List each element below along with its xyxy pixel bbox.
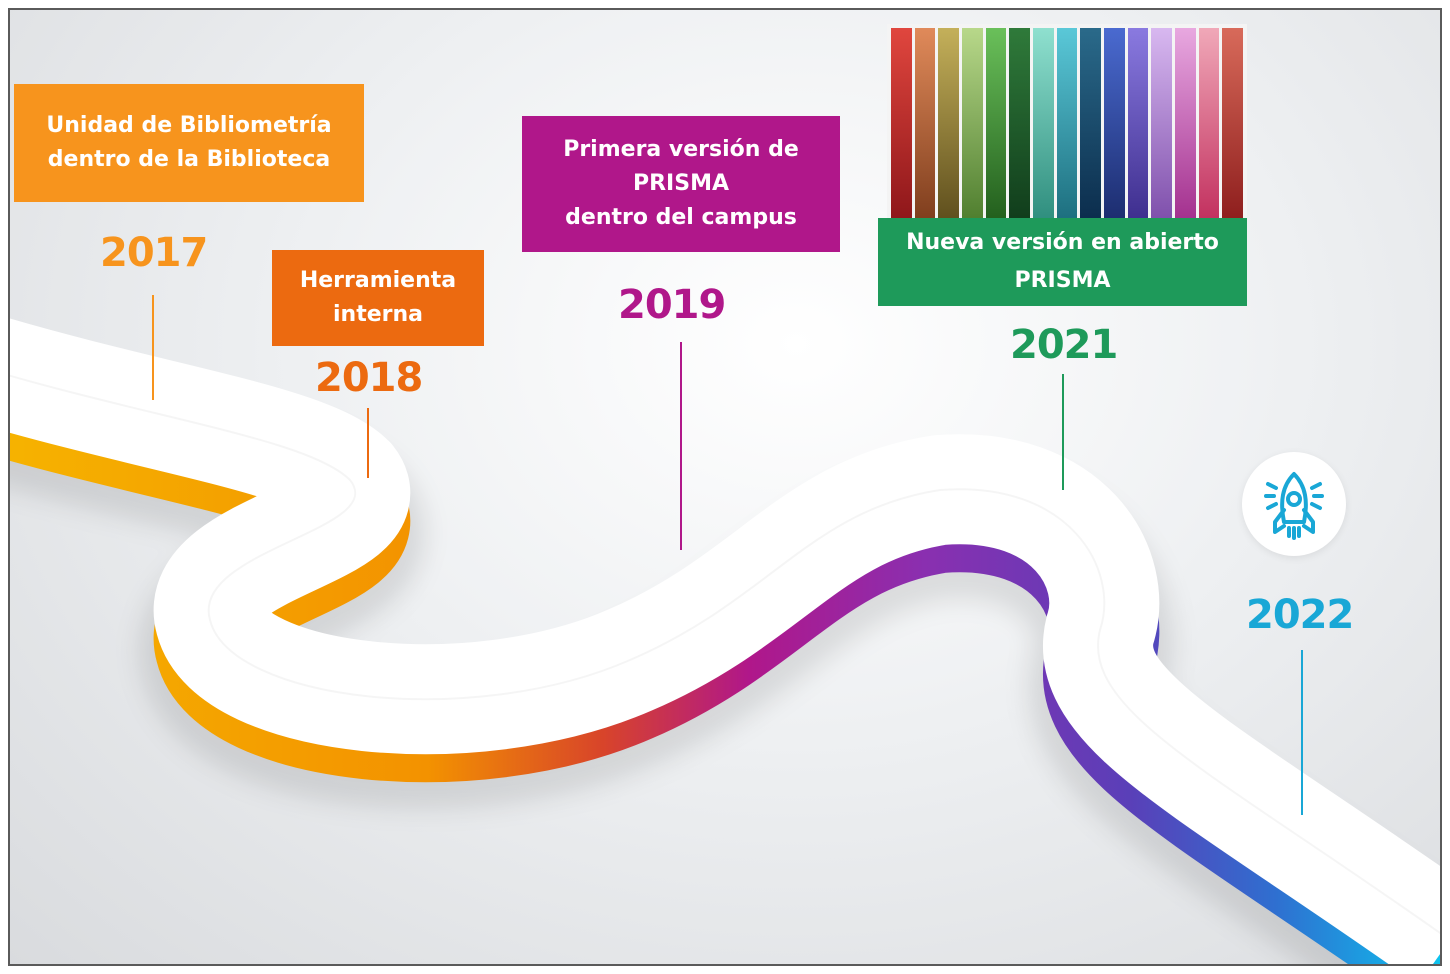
timeline-road — [10, 318, 1440, 964]
milestone-2018-stem — [367, 408, 369, 478]
rocket-icon — [1264, 472, 1324, 540]
rocket-badge — [1242, 452, 1346, 556]
stripe — [1127, 28, 1149, 230]
stripe — [1175, 28, 1196, 230]
milestone-2019-line-3: dentro del campus — [565, 205, 797, 231]
stripe — [1080, 28, 1102, 230]
milestone-2018-line-1: Herramienta — [299, 267, 457, 293]
stripe — [962, 28, 983, 230]
milestone-2017-line-2: dentro de la Biblioteca — [47, 147, 331, 172]
stripe — [914, 28, 936, 230]
prisma-stripes-image — [887, 24, 1247, 230]
milestone-2018-box: Herramienta interna — [272, 250, 484, 346]
milestone-2017-box: Unidad de Bibliometría dentro de la Bibl… — [14, 84, 364, 202]
milestone-2017-stem — [152, 295, 154, 400]
stripe — [985, 28, 1007, 230]
milestone-2021-year: 2021 — [1010, 322, 1118, 368]
timeline-canvas: Unidad de Bibliometría dentro de la Bibl… — [8, 8, 1442, 966]
stripe — [891, 28, 912, 230]
milestone-2018-year: 2018 — [315, 355, 423, 401]
milestone-2019-year: 2019 — [618, 282, 726, 328]
stripe — [1033, 28, 1054, 230]
stripe — [938, 28, 960, 230]
milestone-2021-stem — [1062, 374, 1064, 490]
stripe — [1151, 28, 1173, 230]
milestone-2021-box: Nueva versión en abierto PRISMA — [878, 218, 1247, 306]
milestone-2017-year: 2017 — [100, 230, 208, 276]
stripe — [1198, 28, 1220, 230]
milestone-2021-line-1: Nueva versión en abierto — [906, 229, 1219, 255]
milestone-2021-line-2: PRISMA — [1014, 268, 1111, 293]
stripe — [1222, 28, 1244, 230]
milestone-2017-line-1: Unidad de Bibliometría — [46, 112, 332, 138]
milestone-2019-box: Primera versión de PRISMA dentro del cam… — [522, 116, 840, 252]
stripe — [1009, 28, 1031, 230]
milestone-2018-line-2: interna — [333, 302, 423, 327]
milestone-2019-stem — [680, 342, 682, 550]
milestone-2022-stem — [1301, 650, 1303, 815]
stripe — [1056, 28, 1078, 230]
milestone-2022-year: 2022 — [1246, 592, 1354, 638]
milestone-2019-line-2: PRISMA — [632, 170, 729, 196]
stripe — [1104, 28, 1125, 230]
milestone-2019-line-1: Primera versión de — [563, 136, 799, 162]
